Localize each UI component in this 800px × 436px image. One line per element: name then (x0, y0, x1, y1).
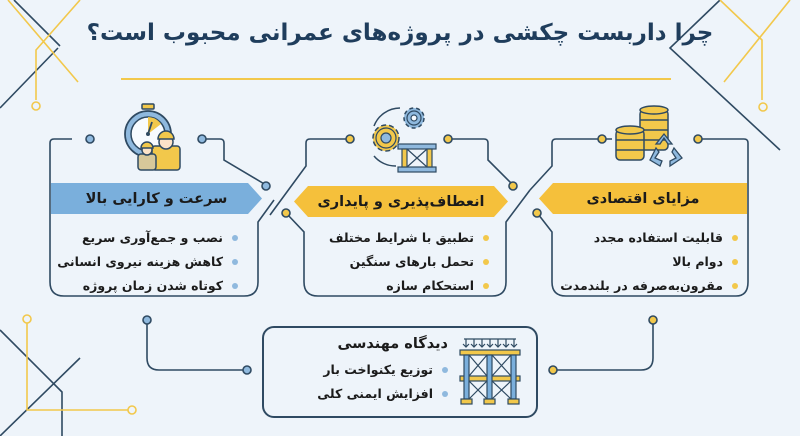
bullet-icon (483, 259, 489, 265)
card-list: توزیع یکنواخت بار افزایش ایمنی کلی (317, 358, 448, 406)
list-item: افزایش ایمنی کلی (317, 382, 448, 406)
bullet-icon (732, 235, 738, 241)
list-item: کوتاه شدن زمان پروژه (57, 274, 238, 298)
list-item: قابلیت استفاده مجدد (560, 226, 738, 250)
bullet-icon (732, 283, 738, 289)
scaffold-load-icon (459, 338, 521, 405)
list-item: تطبیق با شرایط مختلف (329, 226, 489, 250)
bullet-icon (483, 235, 489, 241)
coins-recycle-icon (615, 105, 683, 168)
card-heading: انعطاف‌پذیری و پایداری (294, 186, 508, 217)
bullet-icon (483, 283, 489, 289)
list-item: مقرون‌به‌صرفه در بلندمدت (560, 274, 738, 298)
list-item: استحکام سازه (329, 274, 489, 298)
title-underline (121, 78, 671, 80)
list-item: نصب و جمع‌آوری سریع (57, 226, 238, 250)
bullet-icon (442, 367, 448, 373)
bullet-icon (232, 283, 238, 289)
list-item: تحمل بارهای سنگین (329, 250, 489, 274)
list-item: کاهش هزینه نیروی انسانی (57, 250, 238, 274)
card-engineering-perspective: دیدگاه مهندسی توزیع یکنواخت بار افزایش ا… (262, 326, 538, 418)
gears-frame-icon (372, 107, 437, 173)
card-list: تطبیق با شرایط مختلف تحمل بارهای سنگین ا… (329, 226, 489, 298)
card-heading: دیدگاه مهندسی (337, 336, 448, 352)
list-item: دوام بالا (560, 250, 738, 274)
card-heading: مزایای اقتصادی (539, 183, 747, 214)
bullet-icon (232, 259, 238, 265)
list-item: توزیع یکنواخت بار (317, 358, 448, 382)
page-title: چرا داربست چکشی در پروژه‌های عمرانی محبو… (86, 20, 714, 46)
card-list: قابلیت استفاده مجدد دوام بالا مقرون‌به‌ص… (560, 226, 738, 298)
card-heading: سرعت و کارایی بالا (51, 183, 262, 214)
bullet-icon (442, 391, 448, 397)
bullet-icon (732, 259, 738, 265)
bullet-icon (232, 235, 238, 241)
card-list: نصب و جمع‌آوری سریع کاهش هزینه نیروی انس… (57, 226, 238, 298)
stopwatch-workers-icon (124, 103, 181, 171)
